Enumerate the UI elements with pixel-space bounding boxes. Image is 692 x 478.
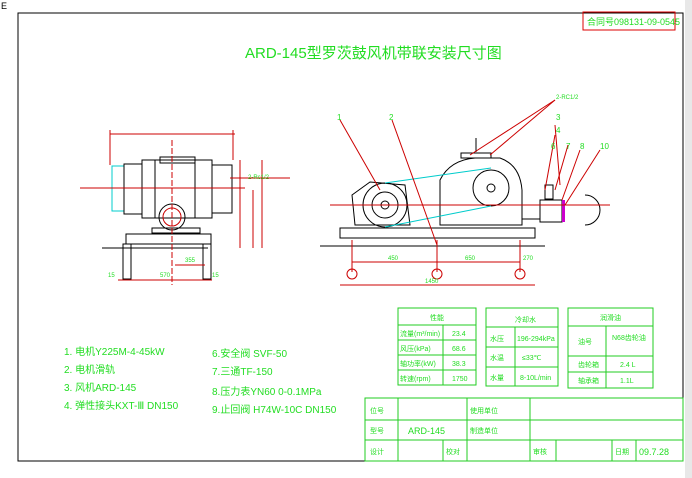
side-strip: [685, 0, 692, 478]
date-label: 日期: [615, 448, 629, 456]
callout-4: 4: [556, 126, 561, 135]
contract-box: [582, 11, 676, 31]
contract-number: 098131-09-0545: [614, 17, 680, 27]
perf-value: 1750: [452, 376, 468, 383]
model-label: 型号: [370, 426, 384, 435]
position-label: 位号: [370, 406, 384, 415]
parts-list: 1. 电机Y225M-4-45kW 2. 电机滑轨 3. 风机ARD-145 4…: [64, 345, 337, 416]
contract-label: 合同号: [587, 16, 614, 27]
cooling-table: 冷却水 水压 196-294kPa 水温 ≤33℃ 水量 8-10L/min: [485, 307, 559, 387]
part-1: 1. 电机Y225M-4-45kW: [64, 345, 165, 358]
dim-355: 355: [185, 258, 196, 264]
title-block: 位号 使用单位 型号 ARD-145 制造单位 设计 校对 审核 日期 09.7…: [364, 397, 684, 462]
dim-15-right: 15: [212, 273, 219, 279]
lub-label: 齿轮箱: [578, 360, 599, 369]
dim-570: 570: [160, 273, 171, 279]
lubrication-table: 润滑油 油号 N68齿轮油 齿轮箱 2.4 L 轴承箱 1.1L: [567, 307, 654, 389]
callout-7: 7: [566, 142, 571, 151]
corner-mark: E: [1, 1, 7, 11]
drawing-title: ARD-145型罗茨鼓风机带联安装尺寸图: [245, 45, 502, 62]
callout-3: 3: [556, 113, 561, 122]
cooling-value: 196-294kPa: [517, 336, 555, 343]
user-label: 使用单位: [470, 406, 498, 415]
performance-header: 性能: [430, 313, 444, 322]
perf-value: 23.4: [452, 331, 466, 338]
lub-label: 轴承箱: [578, 376, 599, 385]
check-label: 校对: [446, 447, 460, 456]
side-view: 1 2 3 4 6 7 8 10 2-RC1/2 450 650 270 145…: [320, 95, 610, 286]
end-view-note: 2-Rc1/2: [248, 175, 270, 181]
cooling-header: 冷却水: [515, 315, 536, 324]
lub-label: 油号: [578, 337, 592, 346]
dim-270: 270: [523, 256, 534, 262]
part-4: 4. 弹性接头KXT-Ⅲ DN150: [64, 399, 179, 412]
lub-value: N68齿轮油: [612, 333, 646, 342]
part-2: 2. 电机滑轨: [64, 363, 115, 376]
part-6: 6.安全阀 SVF-50: [212, 347, 287, 360]
lubrication-header: 润滑油: [600, 313, 621, 322]
callout-1: 1: [337, 113, 342, 122]
callout-2: 2: [389, 113, 394, 122]
perf-label: 流量(m³/min): [400, 329, 440, 338]
performance-table: 性能 流量(m³/min) 23.4 风压(kPa) 68.6 轴功率(kW) …: [397, 307, 477, 386]
end-view: 2-Rc1/2 570 355 15 15: [80, 130, 290, 285]
perf-value: 68.6: [452, 346, 466, 353]
callout-10: 10: [600, 142, 609, 151]
maker-label: 制造单位: [470, 426, 498, 435]
perf-label: 轴功率(kW): [400, 359, 436, 368]
callout-8: 8: [580, 142, 585, 151]
design-label: 设计: [370, 447, 384, 456]
dim-1450: 1450: [425, 279, 439, 285]
perf-label: 风压(kPa): [400, 345, 431, 353]
part-3: 3. 风机ARD-145: [64, 381, 137, 394]
cooling-value: 8-10L/min: [520, 375, 551, 382]
callout-6: 6: [551, 142, 556, 151]
lub-value: 1.1L: [620, 378, 634, 385]
model-value: ARD-145: [408, 426, 445, 436]
dim-15-left: 15: [108, 273, 115, 279]
perf-label: 转速(rpm): [400, 374, 431, 383]
perf-value: 38.3: [452, 361, 466, 368]
side-view-note: 2-RC1/2: [556, 95, 579, 101]
part-9: 9.止回阀 H74W-10C DN150: [212, 403, 337, 416]
sheet-border: [17, 12, 684, 462]
lub-value: 2.4 L: [620, 362, 636, 369]
dim-650: 650: [465, 256, 476, 262]
part-8: 8.压力表YN60 0-0.1MPa: [212, 385, 322, 398]
cooling-label: 水量: [490, 373, 504, 382]
review-label: 审核: [533, 447, 547, 456]
date-value: 09.7.28: [639, 447, 669, 457]
dim-450: 450: [388, 256, 399, 262]
cooling-label: 水压: [490, 334, 504, 343]
part-7: 7.三通TF-150: [212, 366, 273, 378]
cooling-label: 水温: [490, 353, 504, 362]
cooling-value: ≤33℃: [522, 355, 542, 362]
